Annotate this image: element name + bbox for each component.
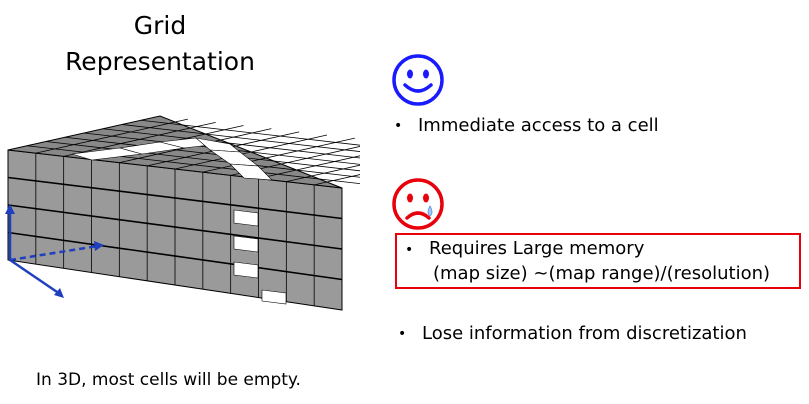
tear-icon (427, 205, 433, 217)
highlighted-con-box: • Requires Large memory (map size) ~(map … (395, 233, 801, 289)
axis-depth (9, 244, 99, 262)
con-item-text: Requires Large memory (429, 238, 645, 259)
empty-cells (71, 137, 287, 305)
grid-line-layer (7, 204, 343, 250)
empty-cell (261, 289, 287, 305)
grid-line-top (121, 124, 360, 152)
grid-line-top (83, 132, 360, 165)
grid-line-top (314, 174, 360, 186)
grid-caption: In 3D, most cells will be empty. (36, 370, 301, 390)
grid-line-top (140, 119, 360, 146)
voxel-grid-diagram (5, 115, 360, 311)
grid-line-top (45, 141, 360, 178)
coordinate-axes (5, 204, 104, 298)
grid-line-top (102, 128, 360, 159)
bullet-icon: • (398, 326, 407, 342)
axis-vertical-arrow (5, 204, 15, 214)
slide-title: Grid Representation (40, 8, 280, 80)
bullet-icon: • (394, 118, 403, 134)
con-item: • Lose information from discretization (398, 321, 747, 347)
axis-depth-arrow (94, 241, 104, 251)
pro-item: • Immediate access to a cell (394, 113, 659, 139)
sad-face-icon (392, 178, 444, 230)
con-item-text: Lose information from discretization (422, 323, 747, 344)
grid-line-top (26, 145, 360, 185)
grid-line-layer (7, 176, 343, 220)
axis-horizontal-arrow (54, 288, 64, 298)
bullet-icon: • (405, 242, 414, 258)
pro-item-text: Immediate access to a cell (418, 115, 659, 136)
grid-line-layer (7, 231, 343, 281)
empty-cell (233, 235, 259, 253)
grid-line-top (286, 164, 360, 183)
title-line-2: Representation (65, 47, 255, 76)
smiley-face-icon (392, 54, 444, 106)
con-item-formula: (map size) ~(map range)/(resolution) (433, 263, 771, 284)
con-item-highlighted: • Requires Large memory (405, 237, 644, 263)
axis-horizontal (9, 258, 61, 296)
title-line-1: Grid (133, 11, 187, 40)
empty-cell (229, 163, 273, 181)
empty-cell (233, 209, 259, 227)
empty-cell (233, 261, 259, 279)
